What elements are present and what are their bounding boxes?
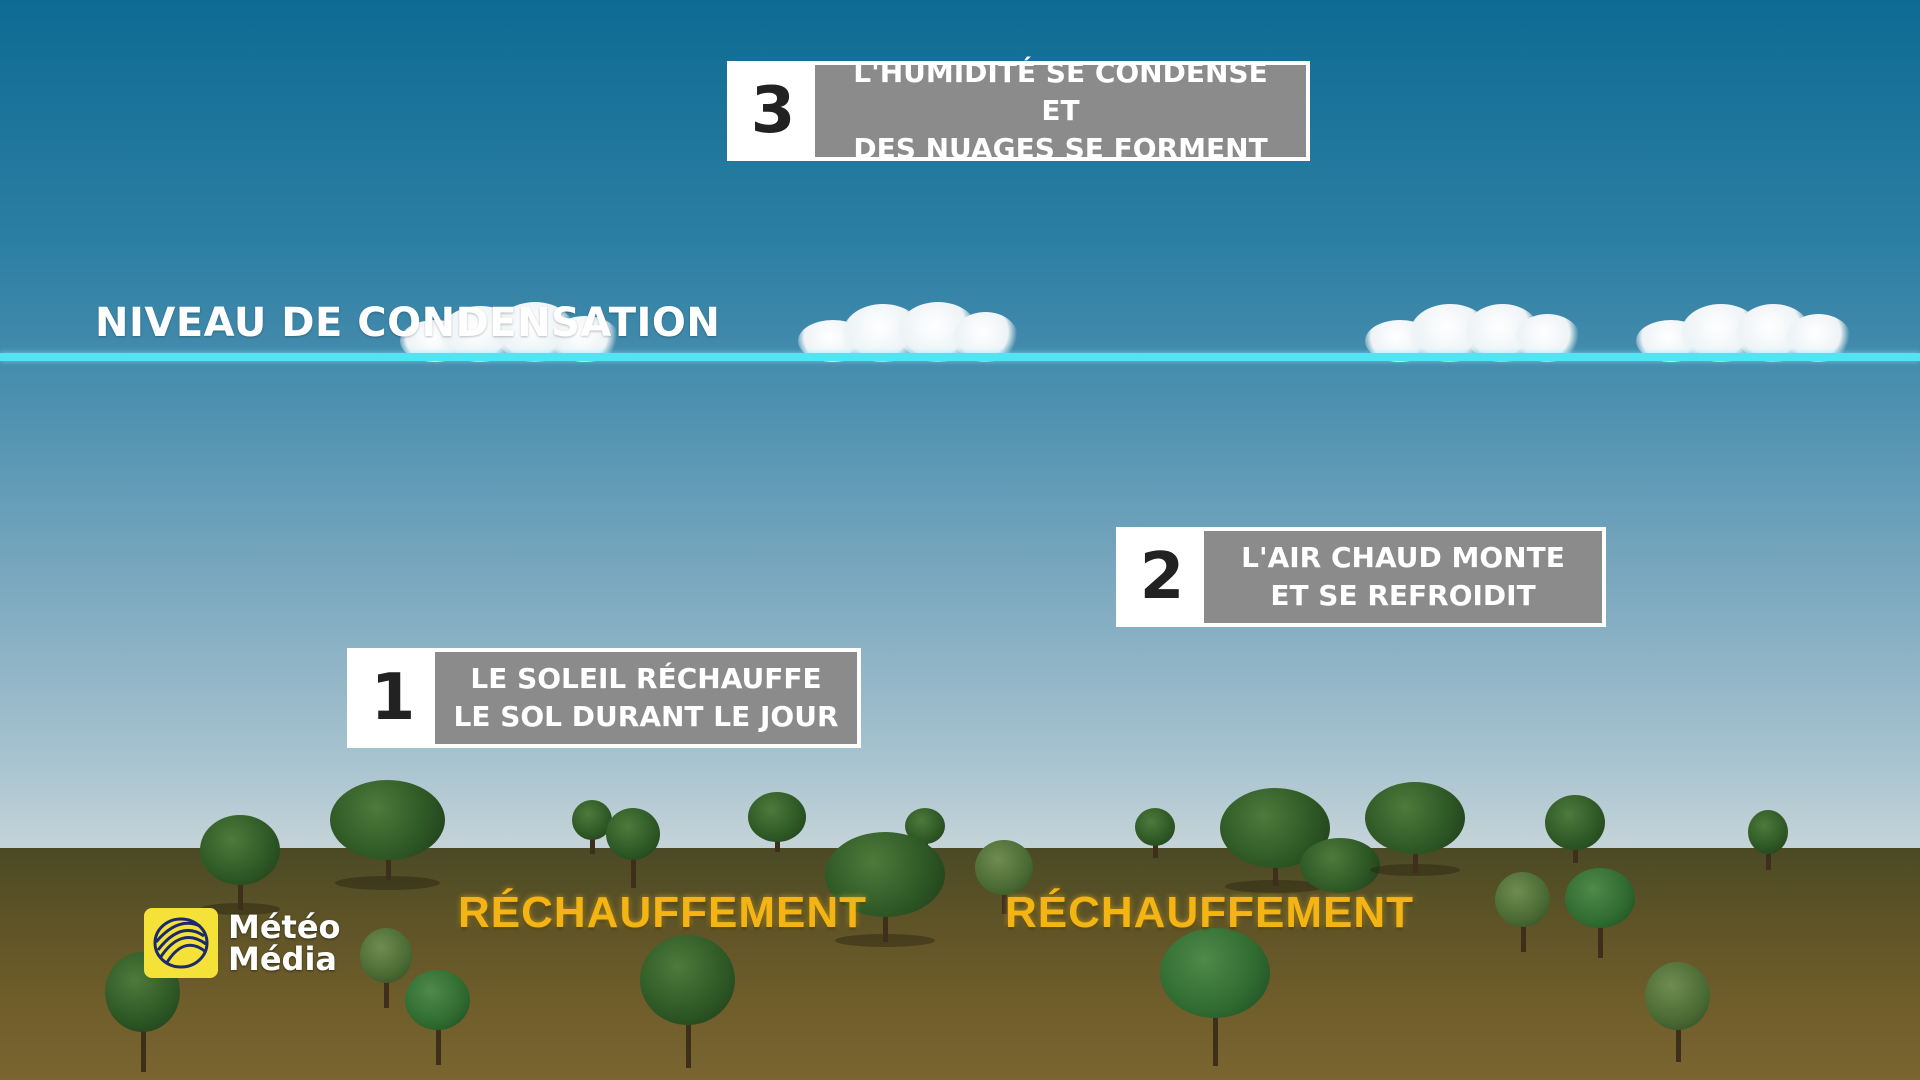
step-2-number: 2 (1139, 540, 1185, 614)
tree (195, 815, 285, 915)
step-3-text: L'HUMIDITÉ SE CONDENSE ET DES NUAGES SE … (815, 56, 1306, 165)
step-2-text: L'AIR CHAUD MONTE ET SE REFROIDIT (1204, 531, 1602, 623)
meteomedia-logo: Météo Média (144, 908, 341, 978)
step-1-number: 1 (370, 661, 416, 735)
tree (360, 928, 412, 1008)
logo-line-1: Météo (228, 908, 341, 946)
step-1-line-2: LE SOL DURANT LE JOUR (453, 700, 839, 733)
tree (1645, 962, 1710, 1062)
tree (1748, 810, 1788, 870)
step-3-line-1: L'HUMIDITÉ SE CONDENSE ET (853, 56, 1268, 127)
tree (825, 832, 945, 947)
tree (1160, 928, 1270, 1068)
cloud-2 (798, 298, 1018, 362)
step-1-box: 1 LE SOLEIL RÉCHAUFFE LE SOL DURANT LE J… (347, 648, 861, 748)
tree (640, 935, 735, 1070)
logo-line-2: Média (228, 940, 338, 978)
condensation-level-label: NIVEAU DE CONDENSATION (95, 300, 721, 346)
tree (1545, 795, 1605, 865)
tree (975, 840, 1033, 915)
tree (748, 792, 806, 852)
tree (1135, 808, 1175, 858)
warming-label-right: RÉCHAUFFEMENT (1005, 888, 1414, 937)
tree (330, 780, 445, 890)
cloud-3 (1365, 298, 1580, 362)
step-3-line-2: DES NUAGES SE FORMENT (853, 132, 1268, 165)
globe-icon (144, 908, 218, 978)
tree (405, 970, 470, 1065)
step-2-line-1: L'AIR CHAUD MONTE (1241, 541, 1565, 574)
tree (1365, 782, 1465, 877)
tree (572, 800, 612, 855)
condensation-level-line (0, 353, 1920, 361)
step-2-box: 2 L'AIR CHAUD MONTE ET SE REFROIDIT (1116, 527, 1606, 627)
step-2-line-2: ET SE REFROIDIT (1270, 579, 1536, 612)
tree (606, 808, 660, 888)
tree (1300, 838, 1380, 893)
tree (1565, 868, 1635, 960)
warming-label-left: RÉCHAUFFEMENT (458, 888, 867, 937)
step-1-line-1: LE SOLEIL RÉCHAUFFE (470, 662, 822, 695)
cloud-4 (1636, 298, 1851, 362)
tree (1495, 872, 1550, 952)
step-3-box: 3 L'HUMIDITÉ SE CONDENSE ET DES NUAGES S… (727, 56, 1310, 165)
step-1-text: LE SOLEIL RÉCHAUFFE LE SOL DURANT LE JOU… (435, 652, 857, 744)
step-3-number: 3 (750, 74, 796, 148)
